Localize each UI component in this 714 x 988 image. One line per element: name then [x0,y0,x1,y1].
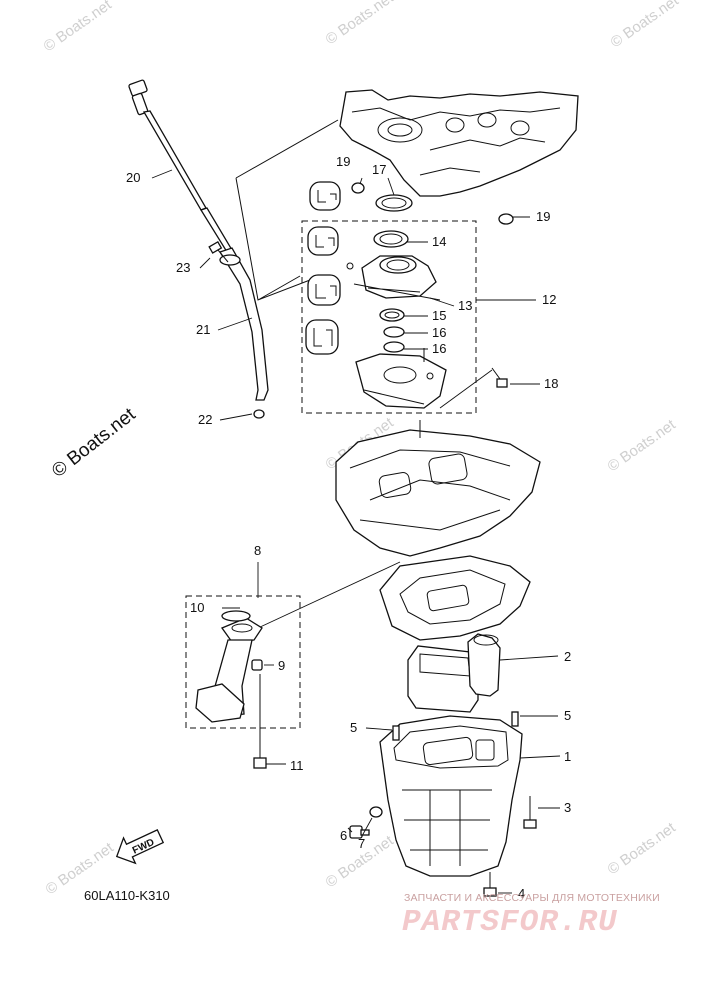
callout-16-lower: 16 [432,341,446,356]
bolt-23 [208,241,229,263]
plug-6 [349,825,370,839]
seal-15-inner [384,311,400,319]
callout-5-left: 5 [350,720,357,735]
bolt-18 [491,367,508,388]
damper-2 [407,633,501,713]
leader-lines [151,169,561,894]
callout-20: 20 [126,170,140,185]
callout-16-upper: 16 [432,325,446,340]
assembly-box-12 [301,220,477,414]
reference-line-8 [257,561,401,629]
callout-14: 14 [432,234,446,249]
seal-16-lower [383,341,405,353]
bolt-4 [483,872,497,897]
pins-5 [392,711,519,741]
watermark-side: © Boats.net [48,404,140,482]
callout-2: 2 [564,649,571,664]
oil-seal-housing-13 [346,255,441,301]
seal-17 [375,194,413,212]
bolt-11 [253,674,267,769]
gasket [379,555,531,641]
callout-9: 9 [278,658,285,673]
callout-11: 11 [290,758,304,773]
callout-15: 15 [432,308,446,323]
o-ring-19-right [498,213,514,225]
assembly-box-8 [185,595,301,729]
engine-block [339,89,579,197]
callout-23: 23 [176,260,190,275]
dipstick-guide [219,247,269,401]
bolt-9 [251,659,263,671]
callout-10: 10 [190,600,204,615]
callout-4: 4 [518,886,525,901]
reference-line-18 [439,369,493,409]
callout-17: 17 [372,162,386,177]
callout-6: 6 [340,828,347,843]
reference-line-dipstick [235,119,339,301]
o-ring-10 [221,610,251,622]
lower-seal-housing [355,348,447,409]
watermark-top-left: © Boats.net [41,0,116,55]
callout-18: 18 [544,376,558,391]
o-ring-22 [253,409,265,419]
callout-22: 22 [198,412,212,427]
callout-3: 3 [564,800,571,815]
oil-pan-1 [379,715,523,877]
callout-19-top: 19 [336,154,350,169]
gasket-7 [369,806,383,818]
callout-5-right: 5 [564,708,571,723]
callout-7: 7 [358,836,365,851]
seal-14 [373,230,409,248]
shop-logo: PARTSFOR.RU [402,905,618,940]
dipstick [128,79,233,253]
callout-21: 21 [196,322,210,337]
diagram-code: 60LA110-K310 [84,888,170,903]
exhaust-guide [335,420,541,557]
watermark-mid-right: © Boats.net [605,416,680,475]
fwd-arrow: FWD [115,829,165,865]
callout-13: 13 [458,298,472,313]
callout-19-right: 19 [536,209,550,224]
oil-strainer [195,617,263,723]
callout-1: 1 [564,749,571,764]
callout-8: 8 [254,543,261,558]
shop-caption: ЗАПЧАСТИ И АКСЕССУАРЫ ДЛЯ МОТОТЕХНИКИ [404,892,660,904]
callouts: 20 23 21 22 19 17 19 14 12 13 15 16 16 1… [126,154,571,901]
seal-orientation-insets [305,181,341,355]
seal-16-upper [383,326,405,338]
watermark-top-mid: © Boats.net [323,0,398,48]
bolt-3 [523,796,537,829]
watermark-bottom-right: © Boats.net [605,819,680,878]
o-ring-19-top [351,182,365,194]
callout-12: 12 [542,292,556,307]
watermark-top-right: © Boats.net [608,0,683,51]
seal-15 [379,308,405,322]
